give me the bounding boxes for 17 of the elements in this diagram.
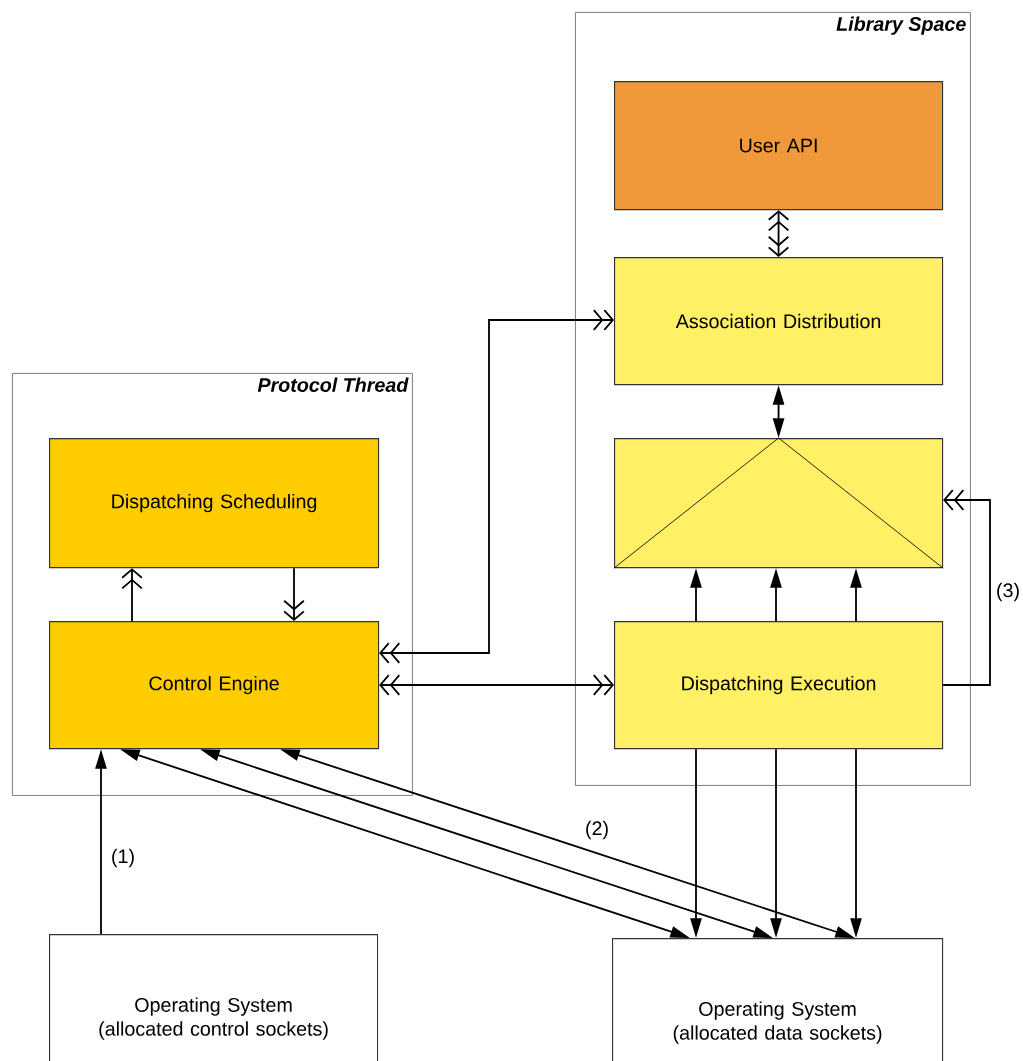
system-box: Operating System (allocated control sockets) (49, 934, 379, 1061)
process-box: Dispatching Scheduling (49, 438, 380, 569)
system-box: Operating System (allocated data sockets) (612, 938, 944, 1061)
process-box: Association Distribution (614, 257, 944, 386)
arrow (283, 567, 305, 621)
edge-label: (1) (112, 848, 134, 868)
arrow (121, 568, 143, 622)
arrow (767, 210, 790, 257)
arrow (379, 309, 614, 664)
arrow (379, 674, 614, 696)
edge-label: (3) (997, 582, 1019, 602)
edge-label: (2) (586, 820, 608, 840)
process-box: User API (614, 81, 944, 211)
arrow (942, 489, 991, 686)
process-box: Dispatching Execution (614, 621, 944, 750)
triangle-box (613, 437, 944, 569)
process-box: Control Engine (49, 621, 380, 750)
